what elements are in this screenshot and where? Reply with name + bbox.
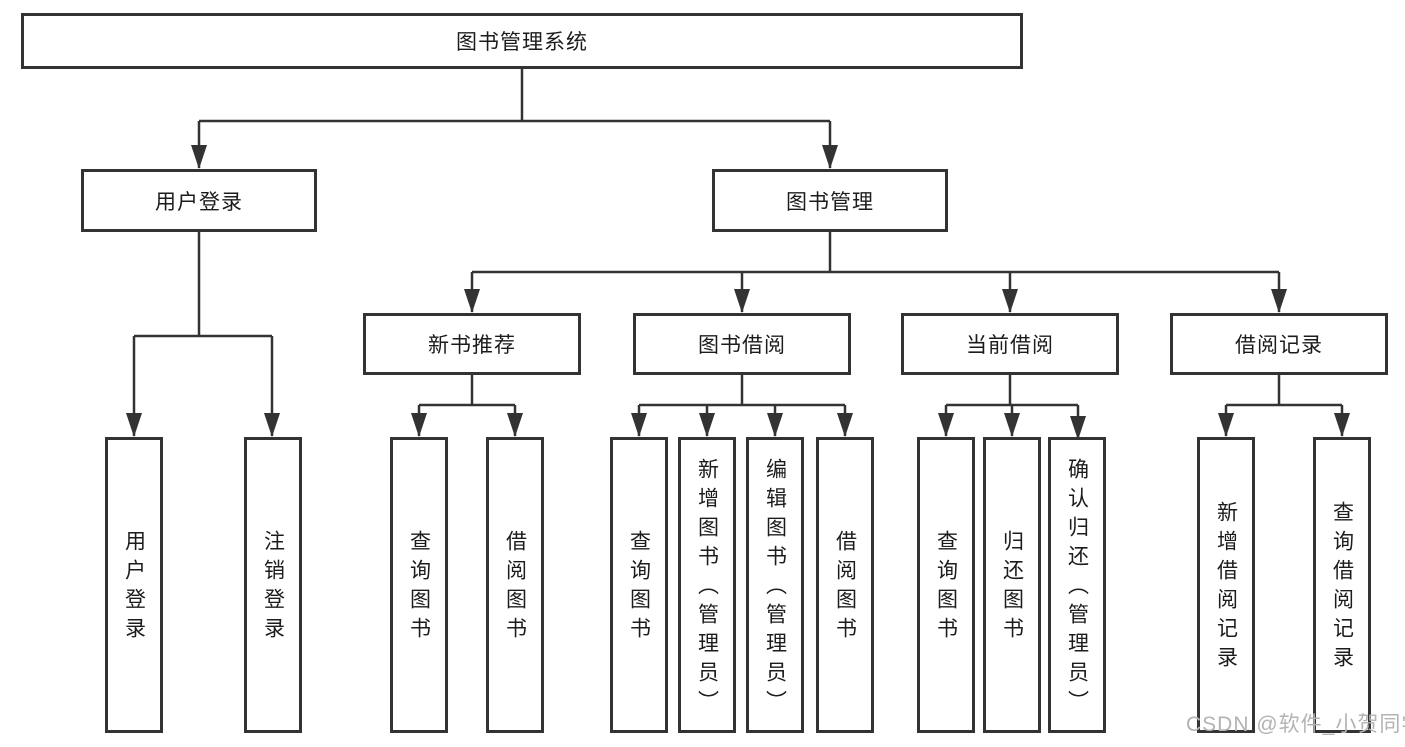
leaf-return-books: 归还图书 (983, 437, 1041, 733)
node-borrow-records: 借阅记录 (1170, 313, 1388, 375)
leaf-edit-book-admin: 编辑图书（管理员） (746, 437, 804, 733)
csdn-watermark: CSDN @软件_小贺同学 (1186, 713, 1405, 736)
node-user-login-module: 用户登录 (81, 169, 317, 232)
leaf-logout: 注销登录 (244, 437, 302, 733)
leaf-query-books: 查询图书 (610, 437, 668, 733)
leaf-confirm-return-admin: 确认归还（管理员） (1048, 437, 1106, 733)
node-new-book-recommend: 新书推荐 (363, 313, 581, 375)
node-book-borrow: 图书借阅 (633, 313, 851, 375)
node-library-system: 图书管理系统 (21, 13, 1023, 69)
leaf-query-books: 查询图书 (390, 437, 448, 733)
leaf-user-login: 用户登录 (105, 437, 163, 733)
leaf-query-borrow-record: 查询借阅记录 (1313, 437, 1371, 733)
node-book-management-module: 图书管理 (712, 169, 948, 232)
leaf-borrow-books: 借阅图书 (486, 437, 544, 733)
leaf-borrow-books: 借阅图书 (816, 437, 874, 733)
leaf-query-books: 查询图书 (917, 437, 975, 733)
leaf-add-book-admin: 新增图书（管理员） (678, 437, 736, 733)
node-current-borrow: 当前借阅 (901, 313, 1119, 375)
leaf-add-borrow-record: 新增借阅记录 (1197, 437, 1255, 733)
